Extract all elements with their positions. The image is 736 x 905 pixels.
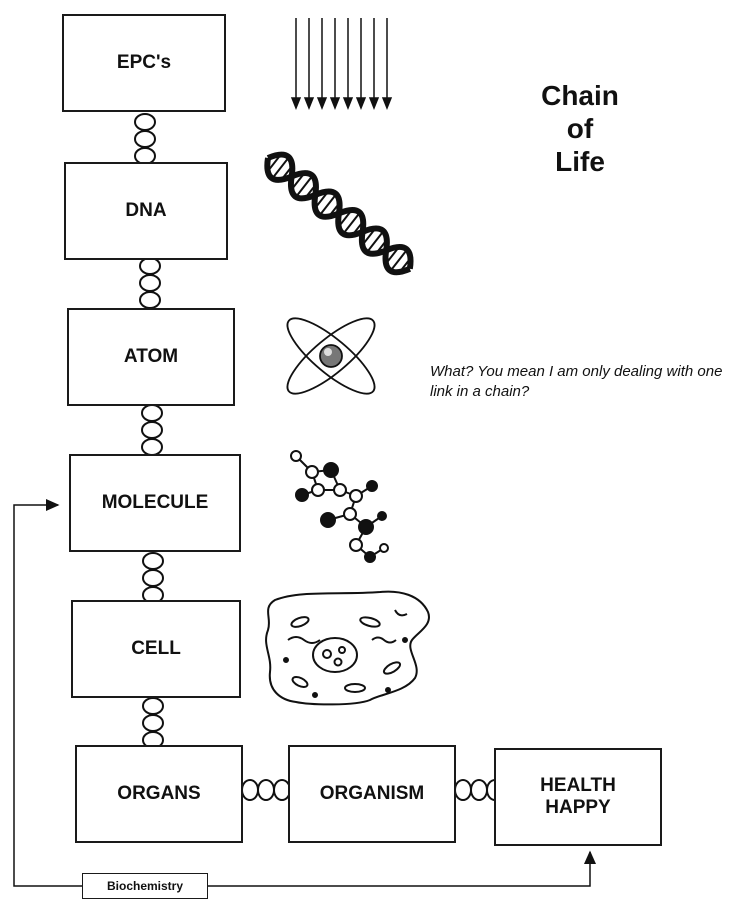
chain-link-molecule-cell [143,553,163,603]
box-atom-label: ATOM [124,346,178,368]
biochemistry-label: Biochemistry [82,873,208,899]
box-organs: ORGANS [75,745,243,843]
box-organism: ORGANISM [288,745,456,843]
box-health-happy-label: HEALTH HAPPY [540,775,616,819]
box-dna: DNA [64,162,228,260]
box-cell-label: CELL [131,638,181,660]
energy-arrows-icon [292,18,391,108]
atom-icon [278,308,384,405]
diagram-title: Chain of Life [520,80,640,178]
annotation-note: What? You mean I am only dealing with on… [430,362,736,403]
box-atom: ATOM [67,308,235,406]
chain-link-cell-organs [143,698,163,748]
box-dna-label: DNA [125,200,166,222]
box-epcs: EPC's [62,14,226,112]
molecule-icon [291,451,388,562]
dna-helix-icon [259,147,418,280]
box-health-happy: HEALTH HAPPY [494,748,662,846]
box-organism-label: ORGANISM [320,783,425,805]
chain-link-epc-dna [135,114,155,164]
box-epcs-label: EPC's [117,52,171,74]
chain-link-organs-organism [242,780,290,800]
chain-link-atom-molecule [142,405,162,455]
box-molecule-label: MOLECULE [102,492,209,514]
box-cell: CELL [71,600,241,698]
box-organs-label: ORGANS [117,783,200,805]
box-molecule: MOLECULE [69,454,241,552]
cell-icon [266,592,429,705]
chain-link-dna-atom [140,258,160,308]
